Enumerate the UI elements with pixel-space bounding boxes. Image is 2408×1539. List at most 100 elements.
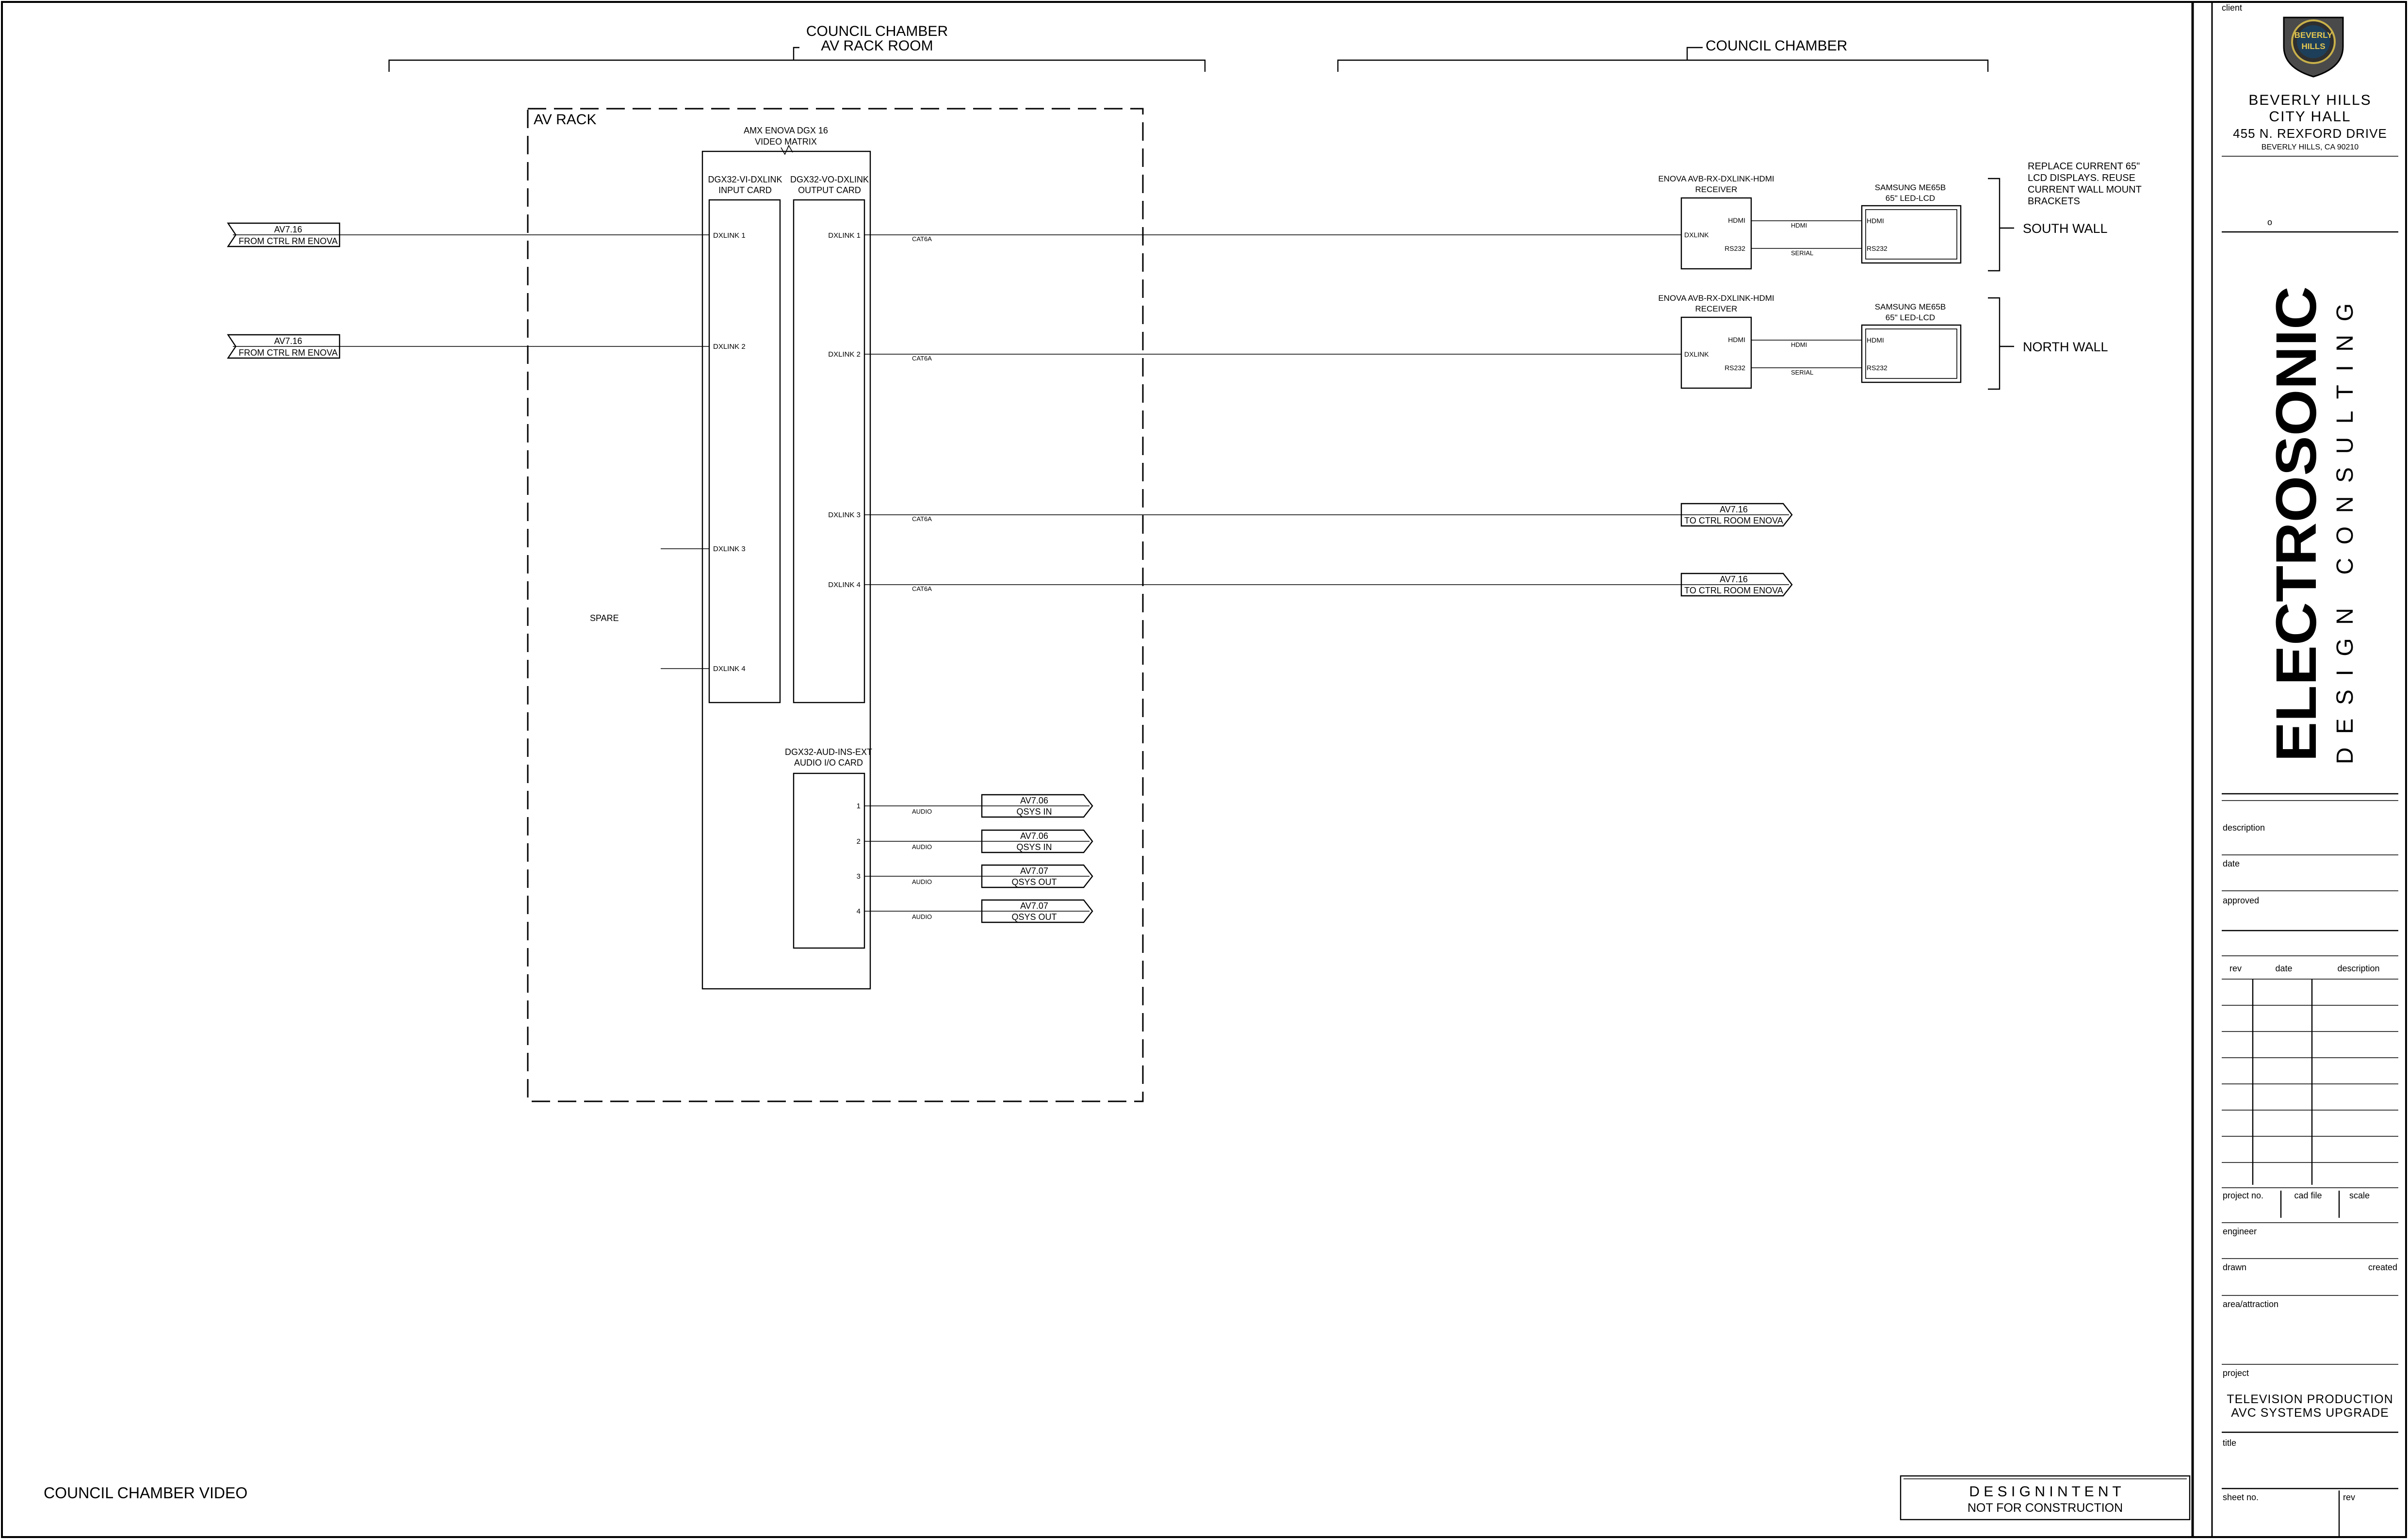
wire-out-3-cable: CAT6A	[912, 515, 932, 523]
electrosonic-logo: ELECTROSONIC DESIGN CONSULTING	[2264, 284, 2358, 764]
note-line-1: REPLACE CURRENT 65"	[2028, 161, 2140, 172]
input-flag-2-text: FROM CTRL RM ENOVA	[239, 348, 338, 358]
output-port-1: DXLINK 1	[828, 231, 861, 240]
audio-card	[793, 772, 865, 949]
av-rack-label: AV RACK	[534, 112, 596, 128]
title-label: title	[2223, 1438, 2236, 1448]
display-1-port-hdmi: HDMI	[1867, 217, 1884, 225]
client-line2: CITY HALL	[2269, 109, 2351, 125]
audio-port-1: 1	[857, 802, 861, 810]
zone-label-line2: AV RACK ROOM	[821, 38, 933, 54]
receiver-2: ENOVA AVB-RX-DXLINK-HDMI RECEIVER DXLINK…	[1658, 294, 1774, 389]
audio-flag-1-text: QSYS IN	[1016, 807, 1052, 817]
description-label: description	[2223, 823, 2265, 833]
created-label: created	[2368, 1262, 2397, 1272]
display-1-port-rs232: RS232	[1867, 245, 1887, 252]
input-flag-2: AV7.16 FROM CTRL RM ENOVA	[227, 334, 341, 359]
zone-bracket-council-chamber: COUNCIL CHAMBER	[1337, 38, 1989, 72]
wire-audio-3-cable: AUDIO	[912, 878, 932, 885]
south-wall-bracket: SOUTH WALL	[1988, 178, 2108, 272]
north-wall-bracket: NORTH WALL	[1988, 297, 2108, 390]
display-1-name-line1: SAMSUNG ME65B	[1875, 183, 1946, 192]
output-flag-2: AV7.16 TO CTRL ROOM ENOVA	[1680, 573, 1793, 597]
cad-file-label: cad file	[2294, 1191, 2322, 1200]
client-line4: BEVERLY HILLS, CA 90210	[2262, 143, 2359, 151]
brand-sub: DESIGN CONSULTING	[2332, 284, 2358, 764]
display-2-name-line2: 65" LED-LCD	[1886, 313, 1935, 322]
matrix-name-line2: VIDEO MATRIX	[755, 137, 817, 147]
rev-header-rev: rev	[2229, 964, 2242, 973]
receiver-2-port-dxlink: DXLINK	[1684, 350, 1709, 358]
wall-label-south: SOUTH WALL	[2023, 221, 2108, 236]
receiver-2-serial-cable: SERIAL	[1791, 369, 1813, 376]
audio-flag-1: AV7.06 QSYS IN	[981, 794, 1093, 818]
input-port-3: DXLINK 3	[713, 545, 746, 553]
date-label: date	[2223, 859, 2240, 868]
output-port-3: DXLINK 3	[828, 511, 861, 519]
client-line1: BEVERLY HILLS	[2248, 92, 2371, 108]
receiver-1-port-rs232: RS232	[1725, 245, 1745, 252]
stamp-line2: NOT FOR CONSTRUCTION	[1968, 1501, 2123, 1515]
matrix-name-line1: AMX ENOVA DGX 16	[744, 126, 828, 135]
display-1-name-line2: 65" LED-LCD	[1886, 194, 1935, 203]
audio-flag-2-text: QSYS IN	[1016, 842, 1052, 852]
receiver-1-hdmi-cable: HDMI	[1791, 222, 1807, 229]
zone-label-chamber: COUNCIL CHAMBER	[1706, 38, 1847, 54]
display-replacement-note: REPLACE CURRENT 65" LCD DISPLAYS. REUSE …	[2028, 161, 2142, 207]
output-port-2: DXLINK 2	[828, 350, 861, 359]
area-label: area/attraction	[2223, 1299, 2278, 1309]
audio-port-3: 3	[857, 872, 861, 881]
audio-flag-3: AV7.07 QSYS OUT	[981, 864, 1093, 888]
wire-audio-2-cable: AUDIO	[912, 843, 932, 851]
rev-header-description: description	[2337, 964, 2379, 973]
wire-out-2-cable: CAT6A	[912, 355, 932, 362]
input-card	[708, 199, 781, 704]
audio-flag-4-ref: AV7.07	[1020, 901, 1048, 911]
output-card-name-line2: OUTPUT CARD	[798, 185, 861, 195]
input-flag-1-ref: AV7.16	[274, 225, 302, 234]
output-card-name-line1: DGX32-VO-DXLINK	[790, 175, 869, 184]
zone-label-line1: COUNCIL CHAMBER	[806, 23, 948, 39]
receiver-2-name-line1: ENOVA AVB-RX-DXLINK-HDMI	[1658, 294, 1774, 303]
display-2-name-line1: SAMSUNG ME65B	[1875, 302, 1946, 311]
client-line3: 455 N. REXFORD DRIVE	[2233, 126, 2387, 141]
input-flag-1: AV7.16 FROM CTRL RM ENOVA	[227, 222, 341, 247]
scale-label: scale	[2349, 1191, 2370, 1200]
wire-audio-1-cable: AUDIO	[912, 808, 932, 815]
receiver-2-port-rs232: RS232	[1725, 364, 1745, 372]
output-card	[793, 199, 865, 704]
display-2-port-hdmi: HDMI	[1867, 336, 1884, 344]
av-rack-outline	[527, 108, 1144, 1102]
input-flag-2-ref: AV7.16	[274, 336, 302, 346]
audio-flag-4: AV7.07 QSYS OUT	[981, 899, 1093, 923]
svg-text:BEVERLY: BEVERLY	[2294, 31, 2333, 40]
receiver-1-name-line1: ENOVA AVB-RX-DXLINK-HDMI	[1658, 174, 1774, 183]
display-2: SAMSUNG ME65B 65" LED-LCD HDMI RS232	[1861, 302, 1962, 383]
receiver-1: ENOVA AVB-RX-DXLINK-HDMI RECEIVER DXLINK…	[1658, 174, 1774, 270]
audio-flag-1-ref: AV7.06	[1020, 796, 1048, 805]
input-card-name-line2: INPUT CARD	[718, 185, 772, 195]
rev-label: rev	[2343, 1492, 2355, 1502]
engineer-label: engineer	[2223, 1227, 2257, 1236]
audio-card-name-line1: DGX32-AUD-INS-EXT	[785, 747, 872, 757]
project-line2: AVC SYSTEMS UPGRADE	[2231, 1406, 2389, 1420]
drawn-label: drawn	[2223, 1262, 2246, 1272]
output-flag-1-text: TO CTRL ROOM ENOVA	[1684, 516, 1783, 525]
stamp-line1: D E S I G N I N T E N T	[1969, 1484, 2121, 1500]
input-port-1: DXLINK 1	[713, 231, 746, 240]
drawing-title: COUNCIL CHAMBER VIDEO	[44, 1484, 247, 1502]
title-block: client BEVERLY HILLS BEVERLY HILLS CITY …	[2222, 3, 2398, 1537]
audio-flag-2: AV7.06 QSYS IN	[981, 829, 1093, 853]
note-line-3: CURRENT WALL MOUNT	[2028, 184, 2142, 195]
note-line-4: BRACKETS	[2028, 196, 2080, 207]
output-port-4: DXLINK 4	[828, 581, 861, 589]
output-flag-1: AV7.16 TO CTRL ROOM ENOVA	[1680, 503, 1793, 527]
client-label: client	[2222, 3, 2242, 13]
beverly-hills-shield-icon: BEVERLY HILLS	[2283, 16, 2344, 78]
audio-flag-3-ref: AV7.07	[1020, 866, 1048, 876]
project-label: project	[2223, 1368, 2249, 1378]
small-mark: o	[2267, 217, 2272, 227]
project-line1: TELEVISION PRODUCTION	[2227, 1392, 2393, 1406]
audio-flag-4-text: QSYS OUT	[1011, 912, 1057, 922]
input-port-4: DXLINK 4	[713, 665, 746, 673]
